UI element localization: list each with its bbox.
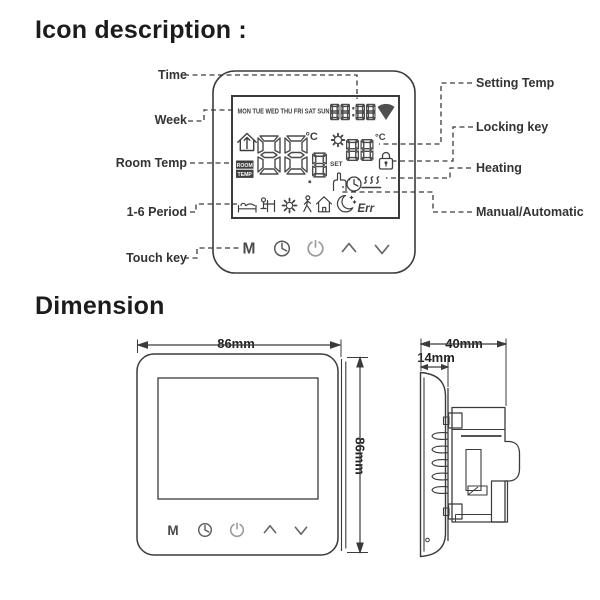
front-clock-key-icon — [197, 523, 212, 538]
front-width-label: 86mm — [214, 336, 258, 351]
celsius-unit-room: °C — [306, 131, 318, 143]
width-dimension-arrow — [136, 339, 342, 357]
side-view-profile — [419, 371, 521, 558]
depth-dimension-arrow — [419, 338, 508, 406]
wake-icon — [237, 202, 257, 213]
up-arrow-icon — [341, 242, 357, 253]
walk-icon — [303, 195, 312, 213]
front-view-keys: M — [167, 522, 308, 538]
down-arrow-icon — [374, 244, 390, 255]
mode-key: M — [243, 241, 256, 258]
leader-line-setting-temp — [379, 82, 472, 145]
power-key-icon — [307, 239, 324, 257]
leader-line-manual-automatic — [342, 186, 472, 213]
celsius-unit-setting: °C — [375, 132, 386, 143]
time-display — [330, 104, 376, 120]
floor-heating-house-icon — [237, 132, 257, 152]
hand-icon — [332, 172, 347, 191]
leader-line-locking-key — [393, 126, 473, 162]
icon-description-title: Icon description : — [35, 16, 247, 44]
thermostat-front-outline — [212, 70, 416, 274]
lock-icon — [378, 151, 394, 170]
front-mode-key: M — [167, 523, 178, 538]
dimension-front-view — [136, 353, 347, 556]
leader-line-time — [184, 74, 358, 99]
label-period: 1-6 Period — [126, 205, 187, 219]
setting-temp-digits — [346, 139, 374, 161]
front-up-arrow-icon — [263, 524, 277, 534]
label-time: Time — [158, 68, 187, 82]
panel-thickness-label: 14mm — [414, 350, 458, 365]
room-temp-digits — [257, 135, 327, 184]
week-days-row: MON TUE WED THU FRI SAT SUN — [238, 109, 330, 116]
gear-icon — [330, 132, 346, 148]
dimension-title: Dimension — [35, 292, 165, 320]
svg-text:TEMP: TEMP — [237, 172, 252, 178]
leader-line-touch-key — [184, 247, 241, 259]
label-room-temp: Room Temp — [115, 156, 187, 170]
touch-keys-row: M — [243, 239, 390, 258]
label-week: Week — [154, 113, 187, 127]
sun-icon — [281, 197, 298, 214]
side-edge-lines — [340, 359, 347, 551]
error-text: Err — [358, 203, 375, 215]
auto-clock-icon — [346, 176, 362, 192]
svg-text:ROOM: ROOM — [237, 163, 253, 169]
front-down-arrow-icon — [294, 526, 308, 536]
lcd-display — [231, 95, 400, 219]
home-icon — [315, 196, 333, 213]
height-dimension-arrow — [347, 355, 368, 555]
label-locking-key: Locking key — [476, 120, 549, 134]
heat-sink-fins — [431, 432, 449, 494]
label-manual-automatic: Manual/Automatic — [476, 205, 584, 219]
heating-waves-icon — [361, 176, 382, 189]
set-label: SET — [330, 161, 343, 168]
label-heating: Heating — [476, 161, 522, 175]
leave-home-icon — [260, 197, 276, 213]
room-temp-label: ROOM TEMP — [236, 160, 254, 178]
leader-line-period — [190, 203, 237, 213]
label-setting-temp: Setting Temp — [476, 76, 555, 90]
clock-key-icon — [273, 240, 291, 257]
label-touch-key: Touch key — [126, 251, 187, 265]
leader-line-week — [188, 109, 236, 122]
wifi-icon — [377, 103, 395, 120]
sleep-moon-icon — [336, 194, 357, 213]
panel-thickness-arrow — [419, 358, 450, 387]
front-screen — [157, 377, 319, 500]
leader-line-heating — [386, 167, 471, 179]
front-power-key-icon — [229, 522, 245, 538]
